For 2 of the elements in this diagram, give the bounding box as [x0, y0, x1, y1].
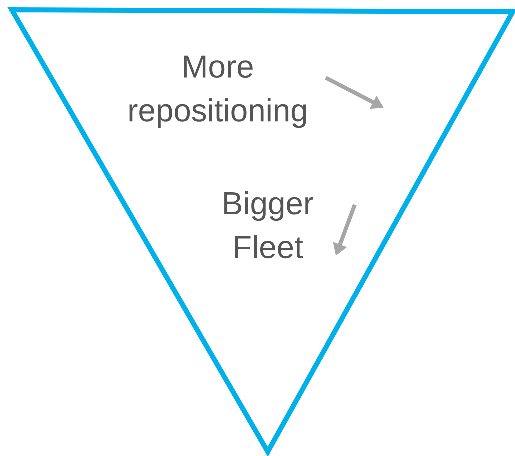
- triangle-text: Bigger Fleet: [224, 191, 314, 259]
- triangle-text: More repositioning: [130, 56, 306, 128]
